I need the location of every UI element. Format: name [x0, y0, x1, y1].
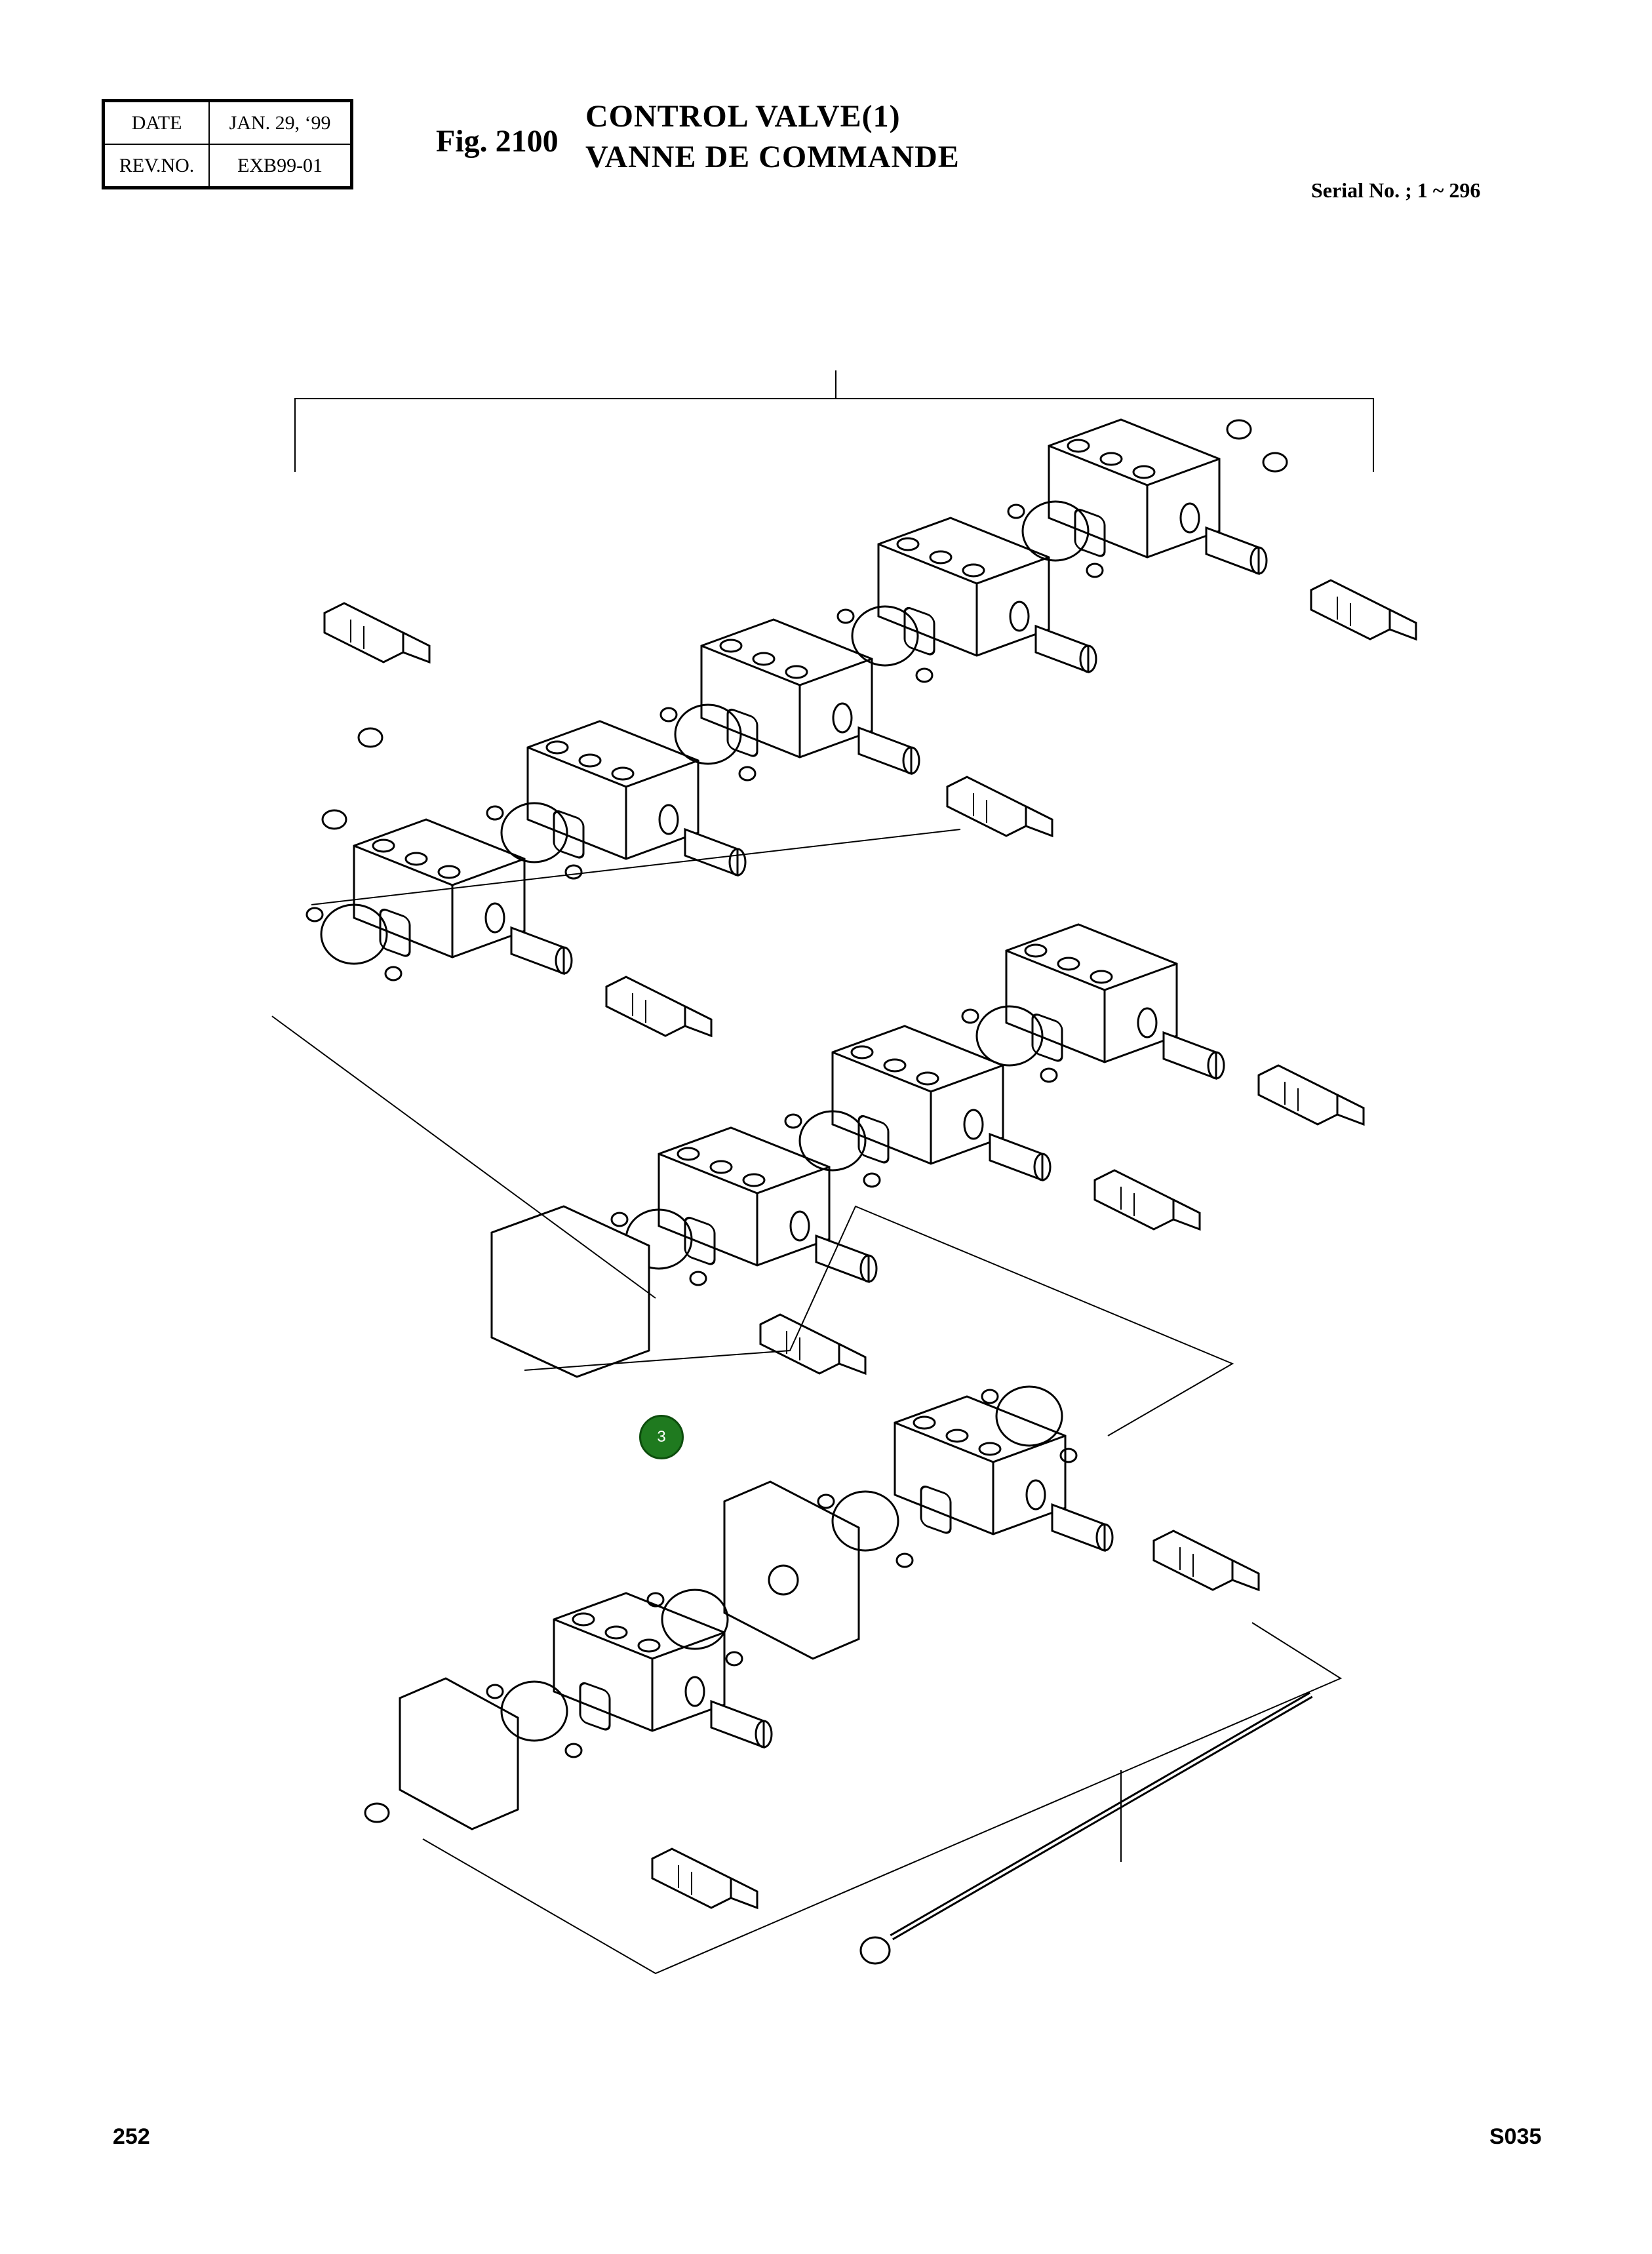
- figure-title-french: VANNE DE COMMANDE: [585, 140, 960, 174]
- section-code: S035: [1489, 2124, 1542, 2149]
- rev-value: EXB99-01: [208, 144, 351, 188]
- page-number: 252: [113, 2124, 150, 2149]
- date-value: JAN. 29, ‘99: [208, 101, 351, 145]
- figure-number: Fig. 2100: [436, 124, 559, 159]
- serial-range: Serial No. ; 1 ~ 296: [1311, 178, 1481, 202]
- date-label: DATE: [103, 101, 210, 145]
- figure-title-english: CONTROL VALVE(1): [585, 99, 901, 134]
- callout-marker[interactable]: 3: [639, 1415, 684, 1459]
- revision-info-box: DATE JAN. 29, ‘99 REV.NO. EXB99-01: [102, 99, 353, 189]
- rev-label: REV.NO.: [103, 144, 210, 188]
